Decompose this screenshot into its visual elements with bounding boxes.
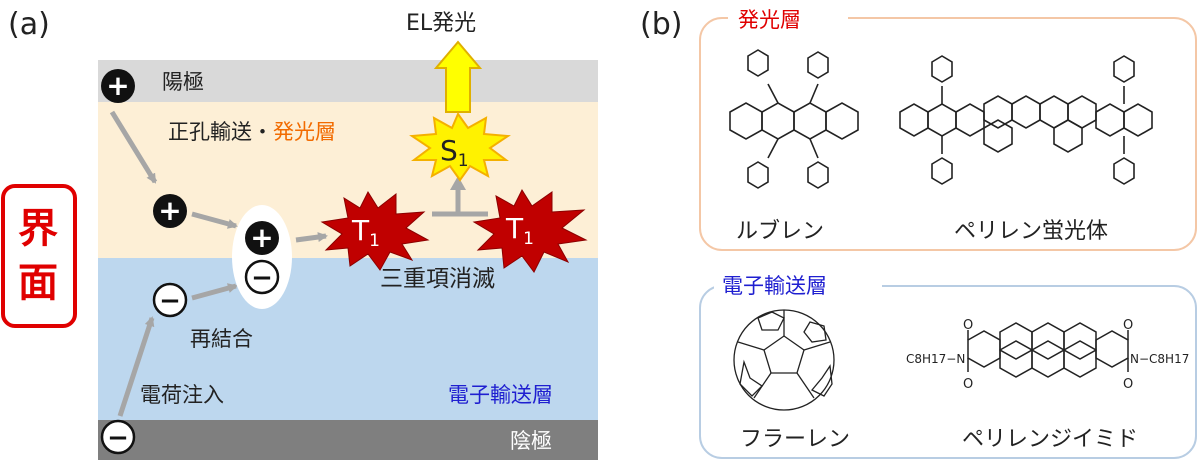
electron-layer-title: 電子輸送層 (722, 274, 827, 298)
electron-cathode-symbol: − (107, 423, 129, 453)
triplet-label-left: T1 (351, 214, 380, 251)
triplet-left-sub: 1 (369, 231, 380, 251)
perylene-label: ペリレン蛍光体 (954, 219, 1108, 244)
anode-layer (98, 60, 598, 102)
hole-moving: + (153, 194, 187, 228)
electron-transport-layer (98, 258, 598, 420)
pdi-structure (967, 322, 1129, 378)
emitting-layer-title: 発光層 (738, 8, 801, 32)
hole-interface-symbol: + (250, 221, 273, 254)
triplet-burst-left (320, 190, 430, 271)
recombination-label: 再結合 (190, 327, 253, 351)
triplet-right-sub: 1 (523, 229, 534, 249)
hole-anode: + (101, 69, 135, 103)
electron-path-arrow-2 (191, 283, 238, 301)
pdi-oxygen-top-right: O (1123, 318, 1133, 333)
hole-moving-symbol: + (158, 194, 181, 227)
hole-interface: + (245, 221, 279, 255)
electron-layer-label: 電子輸送層 (448, 383, 553, 407)
electron-layer-box (699, 285, 1197, 459)
electron-cathode: − (100, 419, 136, 455)
tta-connector (432, 186, 488, 217)
triplet-label-right: T1 (505, 212, 534, 249)
hole-path-arrow-2 (191, 211, 238, 229)
annihilation-label: 三重項消滅 (380, 266, 495, 292)
pdi-left-substituent: C8H17−N (906, 352, 965, 366)
tta-connector-head (450, 176, 466, 190)
pdi-oxygen-bottom-right: O (1123, 377, 1133, 392)
singlet-label-sub: 1 (458, 151, 469, 171)
electron-interface: − (244, 259, 280, 295)
emitting-layer-title-bg (728, 6, 848, 32)
electron-moving: − (152, 282, 188, 318)
anode-label: 陽極 (162, 70, 204, 94)
cathode-label: 陰極 (510, 429, 552, 453)
hole-path-arrow-1 (109, 110, 158, 184)
hole-layer-label-part2: 発光層 (273, 120, 336, 144)
hole-layer-label: 正孔輸送・発光層 (168, 120, 336, 144)
electron-moving-symbol: − (159, 286, 181, 316)
singlet-burst (409, 111, 511, 182)
el-emission-label: EL発光 (406, 11, 476, 36)
emitting-layer-box (699, 17, 1197, 251)
panel-b-label: (b) (640, 7, 682, 42)
perylene-emitter-structure (899, 55, 1153, 185)
interface-char-1: 界 (18, 206, 58, 252)
electron-layer-title-bg (714, 272, 882, 298)
electron-path-arrow-1 (117, 316, 155, 417)
singlet-label: S1 (440, 134, 469, 171)
rubrene-label: ルブレン (736, 219, 824, 244)
fullerene-structure (733, 309, 835, 411)
pdi-oxygen-top-left: O (963, 318, 973, 333)
panel-a-label: (a) (8, 7, 50, 42)
triplet-burst-right (472, 188, 588, 273)
pdi-oxygen-bottom-left: O (963, 377, 973, 392)
interface-label: 界 面 (18, 206, 72, 306)
exciton-arrow (295, 232, 328, 243)
interface-box (1, 184, 77, 328)
charge-injection-label: 電荷注入 (140, 383, 224, 407)
el-emission-arrow (433, 40, 483, 113)
fullerene-label: フラーレン (740, 427, 850, 452)
triplet-right-main: T (505, 212, 524, 245)
singlet-label-main: S (440, 134, 458, 167)
triplet-left-main: T (351, 214, 370, 247)
interface-char-2: 面 (18, 260, 58, 306)
pdi-right-substituent: N−C8H17 (1130, 352, 1189, 366)
cathode-layer (98, 420, 598, 460)
rubrene-structure (729, 49, 859, 189)
pdi-label: ペリレンジイミド (962, 427, 1138, 452)
hole-anode-symbol: + (106, 69, 129, 102)
electron-interface-symbol: − (251, 263, 273, 293)
hole-layer-label-part1: 正孔輸送・ (168, 120, 273, 144)
